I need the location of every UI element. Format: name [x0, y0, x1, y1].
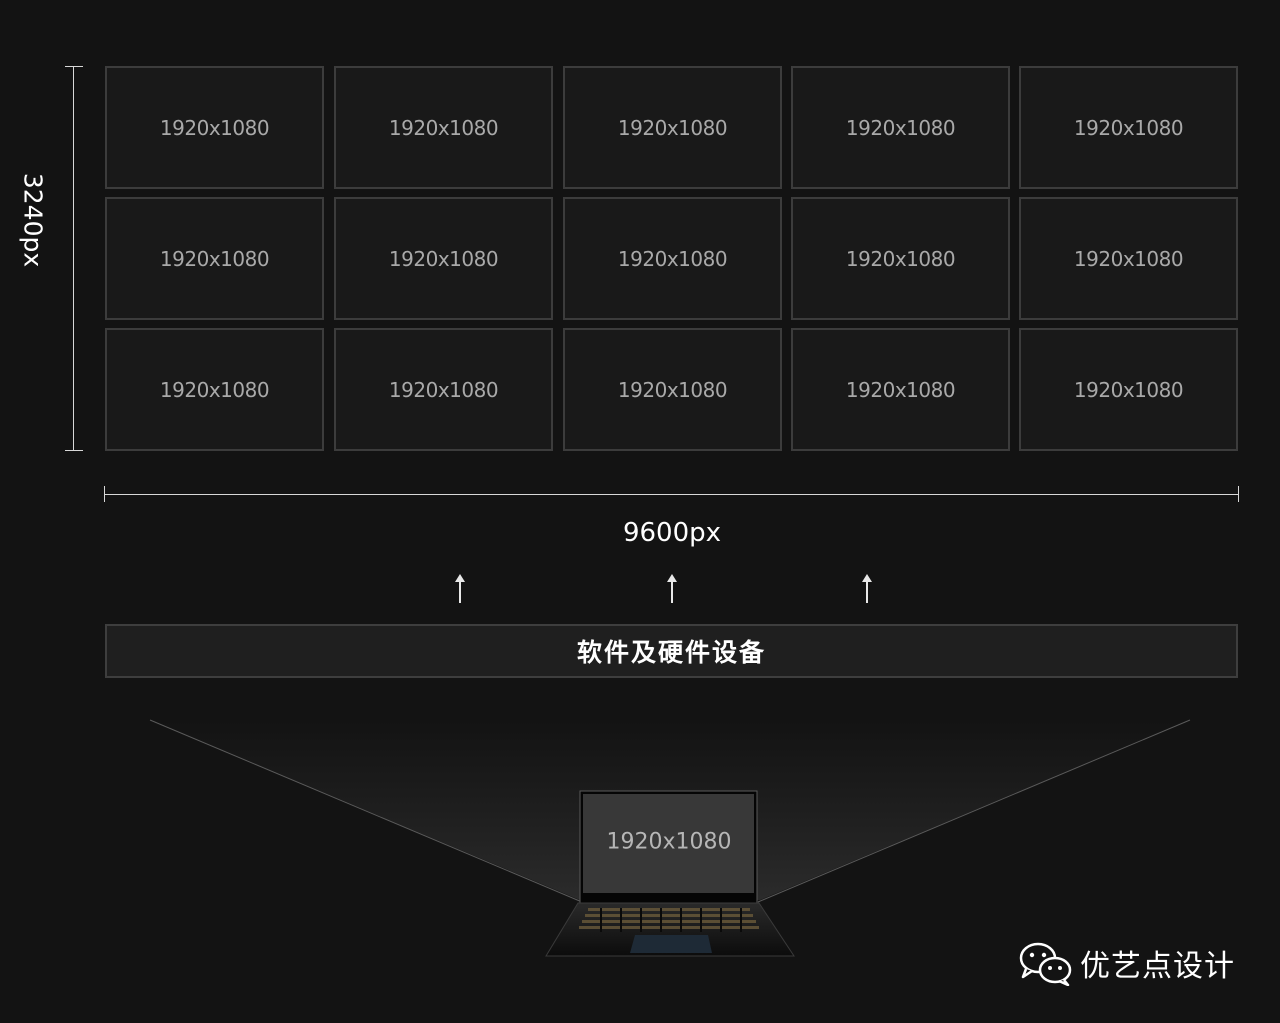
brand-label: 优艺点设计	[1080, 949, 1235, 984]
screen-cell: 1920x1080	[105, 328, 324, 451]
screen-cell: 1920x1080	[1019, 328, 1238, 451]
screen-cell: 1920x1080	[563, 328, 782, 451]
screen-cell: 1920x1080	[105, 66, 324, 189]
up-arrow-icon	[667, 574, 677, 603]
width-dimension-cap-right	[1238, 486, 1239, 502]
brand-watermark: 优艺点设计	[1018, 940, 1235, 986]
screen-cell: 1920x1080	[334, 197, 553, 320]
laptop-illustration	[545, 790, 795, 957]
screen-cell: 1920x1080	[791, 328, 1010, 451]
screen-grid: 1920x1080 1920x1080 1920x1080 1920x1080 …	[105, 66, 1239, 451]
wechat-icon	[1019, 942, 1072, 986]
width-dimension-cap-left	[104, 486, 105, 502]
height-dimension-cap-top	[65, 66, 83, 67]
screen-cell: 1920x1080	[334, 328, 553, 451]
screen-cell: 1920x1080	[1019, 66, 1238, 189]
screen-cell: 1920x1080	[563, 197, 782, 320]
device-bar: 软件及硬件设备	[105, 624, 1238, 678]
screen-cell: 1920x1080	[105, 197, 324, 320]
height-dimension-line	[73, 66, 74, 451]
device-bar-label: 软件及硬件设备	[576, 638, 766, 667]
width-dimension-line	[104, 494, 1239, 495]
laptop-screen-label: 1920x1080	[606, 829, 732, 855]
up-arrow-icon	[455, 574, 465, 603]
screen-cell: 1920x1080	[1019, 197, 1238, 320]
screen-cell: 1920x1080	[791, 197, 1010, 320]
height-dimension-label: 3240px	[18, 172, 48, 268]
screen-cell: 1920x1080	[791, 66, 1010, 189]
screen-cell: 1920x1080	[334, 66, 553, 189]
height-dimension-cap-bottom	[65, 450, 83, 451]
width-dimension-label: 9600px	[622, 518, 722, 548]
up-arrow-icon	[862, 574, 872, 603]
screen-cell: 1920x1080	[563, 66, 782, 189]
